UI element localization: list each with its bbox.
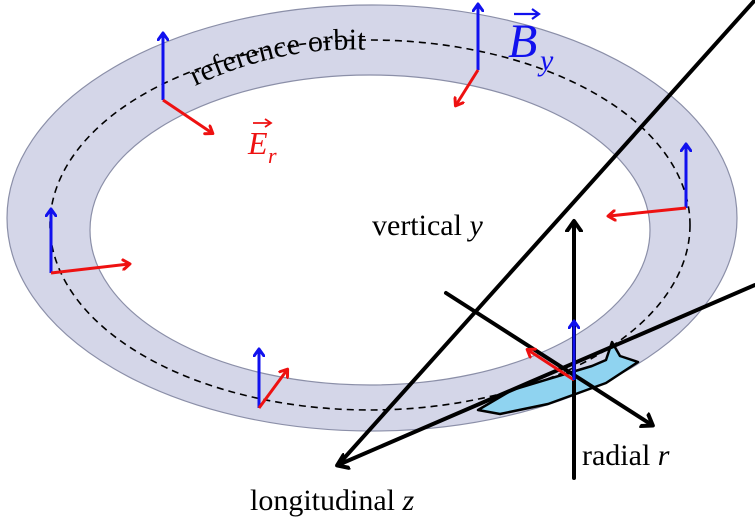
- storage-ring: [6, 4, 738, 432]
- e-field-symbol: E: [247, 125, 268, 161]
- b-field-subscript: y: [537, 44, 554, 77]
- electric-field-arrow: [257, 370, 287, 409]
- electric-field-arrow: [609, 206, 687, 216]
- electric-field-arrow: [456, 69, 480, 105]
- bunch-electric-field-arrow: [528, 350, 575, 382]
- electric-field-arrow: [50, 264, 129, 275]
- longitudinal-axis: [338, 283, 755, 465]
- field-arrows: [50, 5, 687, 409]
- e-field-subscript: r: [268, 143, 277, 168]
- longitudinal-axis: [336, 0, 755, 467]
- radial-axis: [444, 291, 652, 425]
- electric-field-arrow: [162, 98, 212, 133]
- vertical-axis-label: vertical y: [372, 209, 483, 242]
- longitudinal-axis-label: longitudinal z: [250, 484, 415, 517]
- magnetic-field-label: B y: [508, 8, 554, 77]
- electric-field-label: E r: [247, 118, 277, 168]
- radial-axis-label: radial r: [582, 439, 670, 472]
- b-field-symbol: B: [508, 15, 537, 68]
